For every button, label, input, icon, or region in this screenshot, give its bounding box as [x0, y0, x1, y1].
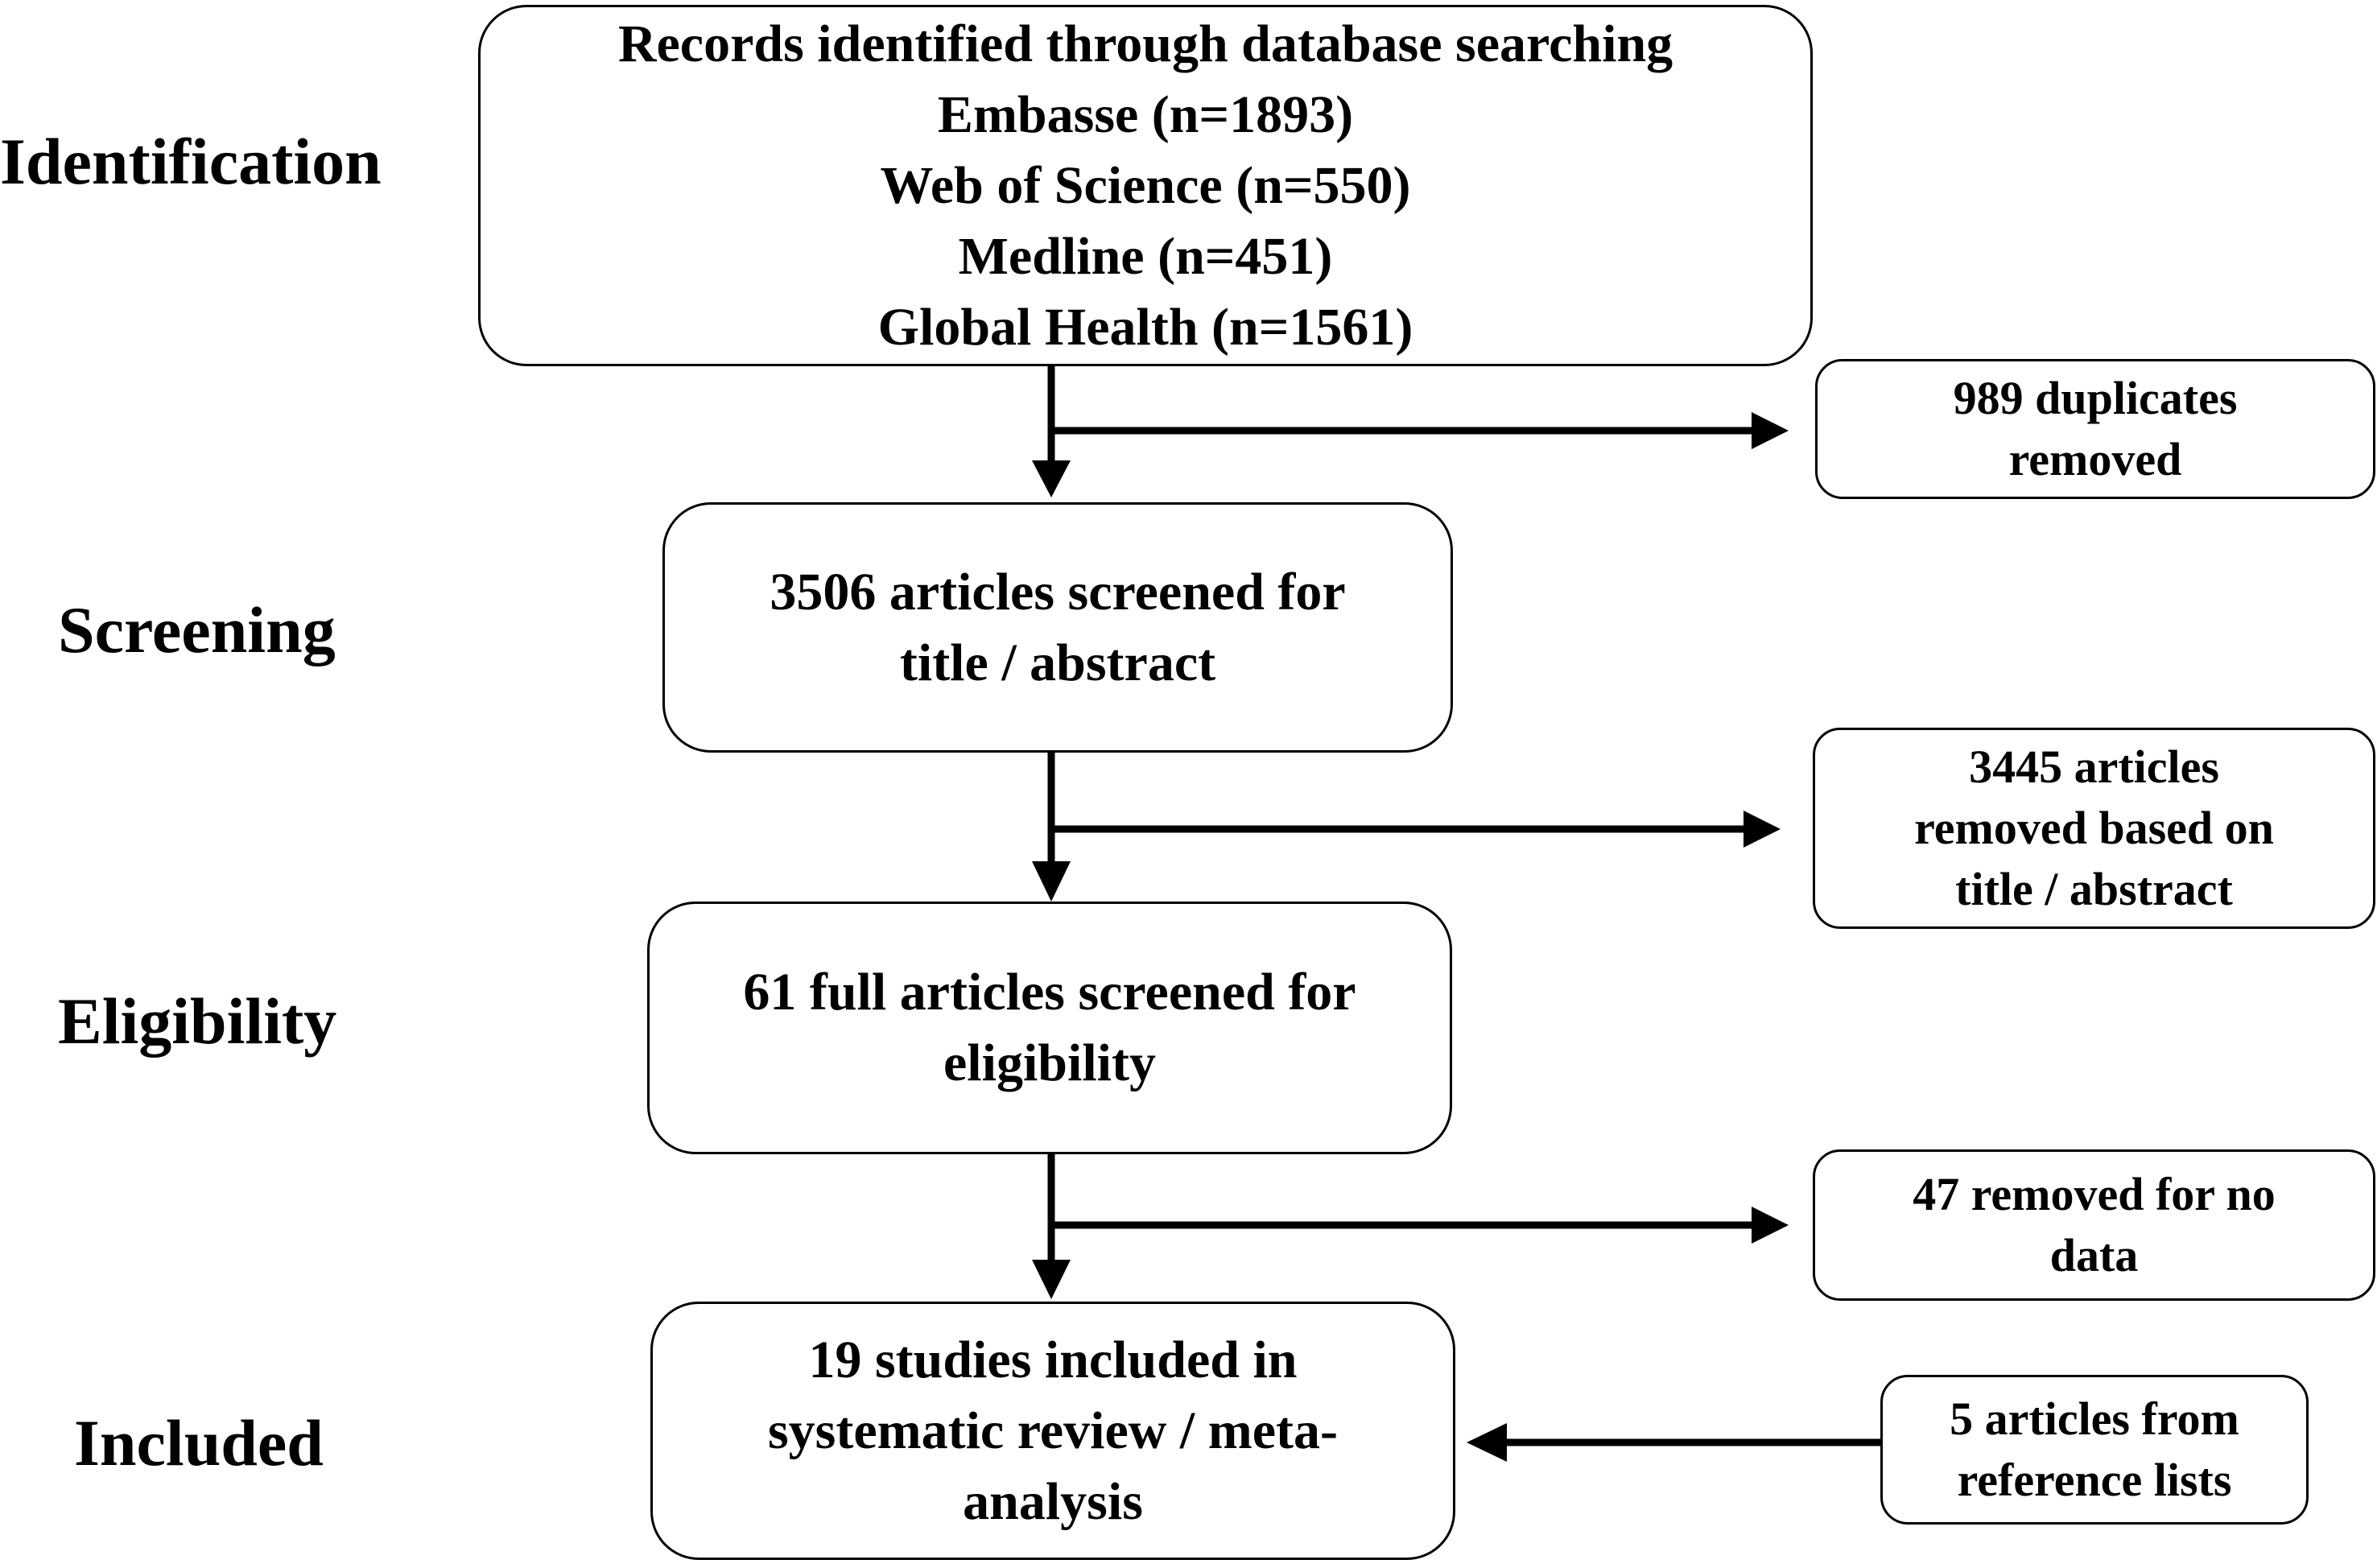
box-removed-title-abstract: 3445 articles removed based on title / a… [1813, 728, 2375, 929]
screened-line-2: title / abstract [899, 633, 1216, 692]
records-medline: Medline (n=451) [958, 226, 1333, 286]
removed-title-line-3: title / abstract [1955, 863, 2233, 915]
records-embasse: Embasse (n=1893) [937, 85, 1354, 144]
stage-label-eligibility: Eligibility [58, 984, 337, 1058]
arrowhead-right-removed [1744, 811, 1781, 848]
arrowhead-down-included [1032, 1260, 1071, 1299]
records-title: Records identified through database sear… [617, 14, 1673, 73]
removed-title-line-2: removed based on [1914, 802, 2274, 854]
arrowhead-right-duplicates [1752, 412, 1789, 449]
arrowhead-down-screened [1032, 460, 1071, 497]
box-removed-no-data: 47 removed for no data [1813, 1149, 2375, 1301]
duplicates-line-2: removed [2008, 433, 2182, 485]
records-web-of-science: Web of Science (n=550) [880, 155, 1411, 215]
included-line-3: analysis [963, 1471, 1143, 1531]
box-studies-included: 19 studies included in systematic review… [650, 1302, 1455, 1560]
box-full-articles: 61 full articles screened for eligibilit… [647, 902, 1452, 1154]
included-line-2: systematic review / meta- [768, 1401, 1338, 1460]
stage-label-included: Included [74, 1406, 324, 1479]
box-duplicates-removed: 989 duplicates removed [1815, 359, 2375, 499]
arrowhead-right-no-data [1752, 1207, 1789, 1244]
full-articles-line-2: eligibility [943, 1034, 1156, 1092]
no-data-line-1: 47 removed for no [1913, 1168, 2276, 1220]
reference-lists-line-2: reference lists [1957, 1454, 2232, 1506]
stage-label-screening: Screening [58, 593, 336, 666]
stage-label-identification: Identification [0, 125, 382, 198]
arrowhead-left-included [1467, 1423, 1507, 1462]
included-line-1: 19 studies included in [808, 1330, 1298, 1389]
no-data-line-2: data [2049, 1229, 2139, 1281]
duplicates-line-1: 989 duplicates [1953, 372, 2238, 424]
removed-title-line-1: 3445 articles [1969, 741, 2219, 793]
box-records-identified: Records identified through database sear… [478, 5, 1813, 366]
reference-lists-line-1: 5 articles from [1950, 1393, 2239, 1445]
records-global-health: Global Health (n=1561) [877, 297, 1413, 357]
arrowhead-down-full [1032, 861, 1071, 902]
screened-line-1: 3506 articles screened for [770, 562, 1346, 621]
box-articles-screened: 3506 articles screened for title / abstr… [662, 502, 1453, 753]
full-articles-line-1: 61 full articles screened for [743, 963, 1356, 1021]
box-reference-lists: 5 articles from reference lists [1880, 1375, 2309, 1525]
